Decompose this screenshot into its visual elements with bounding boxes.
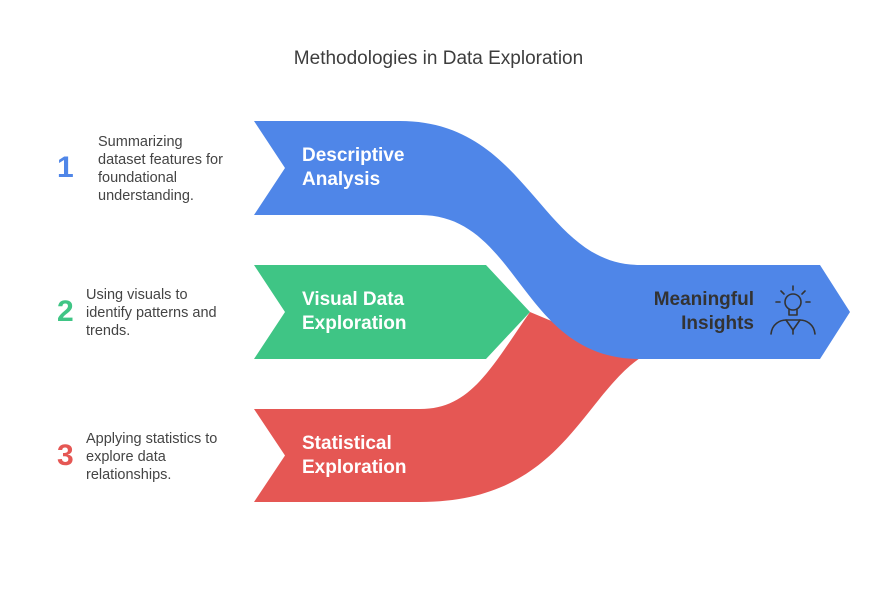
step-2-desc-line: trends. <box>86 323 131 339</box>
step-2-desc-line: identify patterns and <box>86 305 217 321</box>
descriptive-analysis-band <box>254 121 850 359</box>
step-description-3: Applying statistics to explore data rela… <box>86 430 217 484</box>
step-2-desc-line: Using visuals to <box>86 287 188 303</box>
step-1-desc-line: foundational <box>98 170 178 186</box>
outcome-label-line: Insights <box>681 313 754 334</box>
band-label-line: Visual Data <box>302 289 405 310</box>
statistical-exploration-label: Statistical Exploration <box>302 432 407 480</box>
band-label-line: Analysis <box>302 169 381 190</box>
step-3-desc-line: relationships. <box>86 467 172 483</box>
step-1-desc-line: understanding. <box>98 188 194 204</box>
step-description-1: Summarizing dataset features for foundat… <box>98 133 223 205</box>
step-3-desc-line: explore data <box>86 449 166 465</box>
step-number-1: 1 <box>57 151 74 184</box>
band-label-line: Descriptive <box>302 145 405 166</box>
visual-data-exploration-label: Visual Data Exploration <box>302 288 407 336</box>
meaningful-insights-label: Meaningful Insights <box>620 288 754 336</box>
visual-data-exploration-band <box>254 265 530 359</box>
step-number-3: 3 <box>57 439 74 472</box>
band-label-line: Exploration <box>302 313 407 334</box>
band-label-line: Statistical <box>302 433 392 454</box>
statistical-exploration-band <box>254 312 640 502</box>
descriptive-analysis-label: Descriptive Analysis <box>302 144 404 192</box>
outcome-label-line: Meaningful <box>653 289 754 310</box>
diagram-title: Methodologies in Data Exploration <box>293 48 584 69</box>
lightbulb-person-icon <box>770 285 816 335</box>
step-description-2: Using visuals to identify patterns and t… <box>86 286 217 340</box>
step-3-desc-line: Applying statistics to <box>86 431 218 447</box>
step-number-2: 2 <box>57 295 74 328</box>
step-1-desc-line: dataset features for <box>98 152 223 168</box>
step-1-desc-line: Summarizing <box>98 134 183 150</box>
band-label-line: Exploration <box>302 457 407 478</box>
